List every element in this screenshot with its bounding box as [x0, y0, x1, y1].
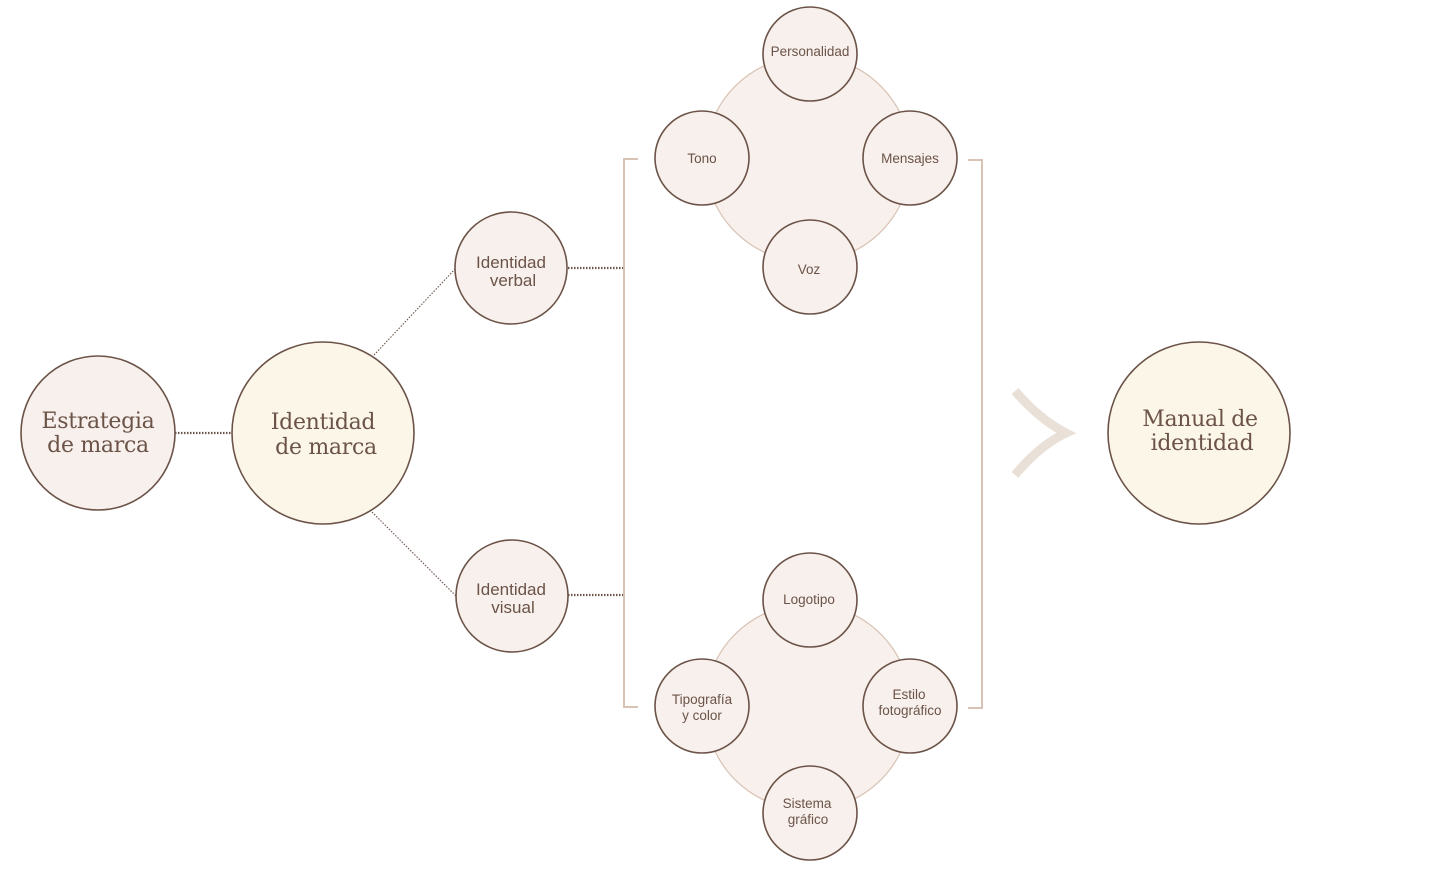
sub-node-tipografia-line2: y color	[682, 708, 722, 723]
sub-node-personalidad-label: Personalidad	[771, 44, 850, 59]
sub-node-tono-label: Tono	[687, 151, 716, 166]
node-manual-de-identidad: Manual de identidad	[1107, 341, 1291, 525]
sub-node-logotipo: Logotipo	[762, 552, 858, 648]
node-manual-line1: Manual de	[1142, 407, 1258, 432]
node-verbal-line1: Identidad	[476, 253, 546, 272]
connector-identidad-visual	[371, 511, 458, 598]
node-verbal-line2: verbal	[490, 271, 536, 290]
sub-node-mensajes: Mensajes	[862, 110, 958, 206]
node-identidad-visual: Identidad visual	[455, 539, 569, 653]
node-identidad-de-marca: Identidad de marca	[231, 341, 415, 525]
node-visual-line2: visual	[491, 598, 534, 617]
sub-node-tono: Tono	[654, 110, 750, 206]
node-manual-line2: identidad	[1151, 431, 1254, 456]
sub-node-estilo-fotografico: Estilo fotográfico	[862, 658, 958, 754]
sub-node-logotipo-label: Logotipo	[783, 592, 835, 607]
node-identidad-marca-line2: de marca	[275, 435, 377, 460]
sub-node-sistema-line2: gráfico	[788, 812, 829, 827]
sub-node-tipografia-y-color: Tipografía y color	[654, 658, 750, 754]
sub-node-estilo-line1: Estilo	[892, 687, 925, 702]
sub-node-sistema-line1: Sistema	[783, 796, 832, 811]
sub-node-mensajes-label: Mensajes	[881, 151, 939, 166]
node-estrategia-line1: Estrategia	[42, 409, 155, 434]
sub-node-tipografia-line1: Tipografía	[672, 692, 733, 707]
connector-identidad-verbal	[373, 267, 457, 356]
right-bracket	[968, 159, 983, 709]
node-visual-line1: Identidad	[476, 580, 546, 599]
left-bracket	[623, 158, 638, 708]
sub-node-estilo-line2: fotográfico	[878, 703, 941, 718]
merge-arrow-icon	[1011, 388, 1077, 478]
node-identidad-marca-line1: Identidad	[271, 410, 376, 435]
sub-node-sistema-grafico: Sistema gráfico	[762, 765, 858, 861]
node-identidad-verbal: Identidad verbal	[454, 211, 568, 325]
sub-node-voz: Voz	[762, 219, 858, 315]
verbal-cluster: Personalidad Tono Mensajes Voz	[654, 6, 958, 315]
sub-node-voz-label: Voz	[798, 262, 821, 277]
node-estrategia-line2: de marca	[47, 433, 149, 458]
visual-cluster: Logotipo Tipografía y color Estilo fotog…	[654, 552, 958, 861]
sub-node-personalidad: Personalidad	[762, 6, 858, 102]
node-estrategia-de-marca: Estrategia de marca	[20, 355, 176, 511]
